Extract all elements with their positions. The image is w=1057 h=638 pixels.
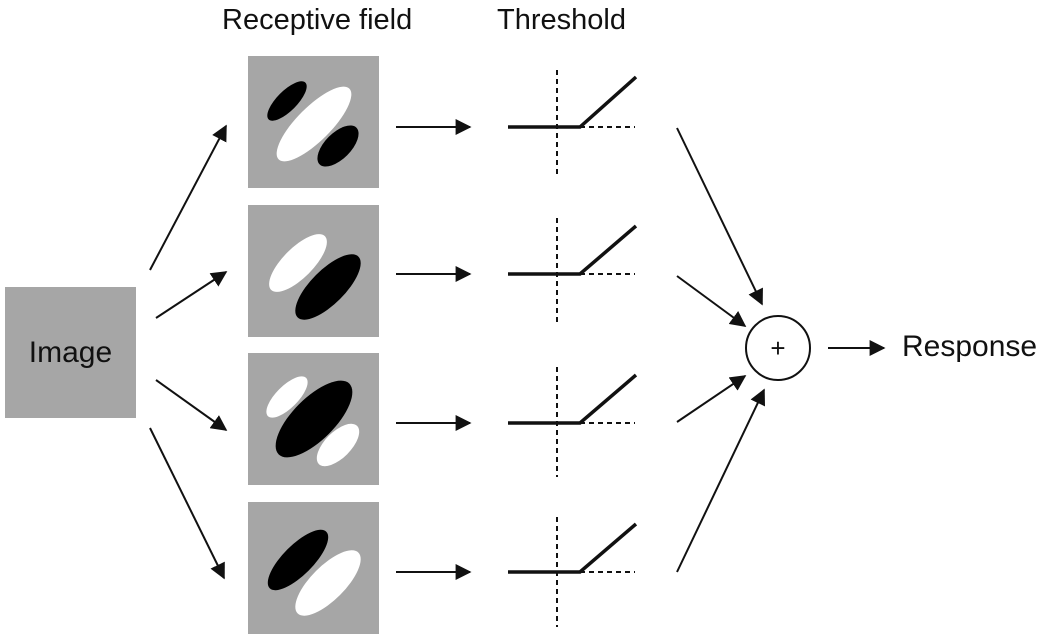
arrow-threshold1-to-sum <box>676 127 763 306</box>
threshold-2 <box>508 218 638 326</box>
arrow-image-to-rf2 <box>155 271 228 319</box>
receptive-field-2 <box>248 205 379 337</box>
summation-node <box>745 315 811 381</box>
input-arrows <box>149 124 228 580</box>
rf-to-threshold-arrows <box>396 119 472 580</box>
arrow-threshold3-to-sum <box>676 375 747 423</box>
arrow-threshold2-to-sum <box>676 275 747 327</box>
plus-symbol: + <box>770 332 786 363</box>
receptive-field-4 <box>248 502 379 634</box>
receptive-field-3 <box>248 353 379 485</box>
threshold-to-sum-arrows <box>676 127 766 573</box>
threshold-header: Threshold <box>497 4 626 36</box>
threshold-3 <box>508 367 638 477</box>
threshold-1 <box>508 70 638 178</box>
summation-symbol-wrap: + <box>746 316 810 380</box>
arrow-image-to-rf1 <box>149 124 227 271</box>
arrow-image-to-rf3 <box>155 379 228 431</box>
image-label: Image <box>28 335 113 369</box>
image-input-box: Image <box>5 287 136 418</box>
arrow-image-to-rf4 <box>149 427 225 580</box>
response-label: Response <box>902 330 1038 363</box>
arrow-threshold4-to-sum <box>676 388 766 573</box>
threshold-4 <box>508 517 638 627</box>
receptive-field-1 <box>248 56 379 188</box>
receptive-field-header: Receptive field <box>222 4 413 36</box>
